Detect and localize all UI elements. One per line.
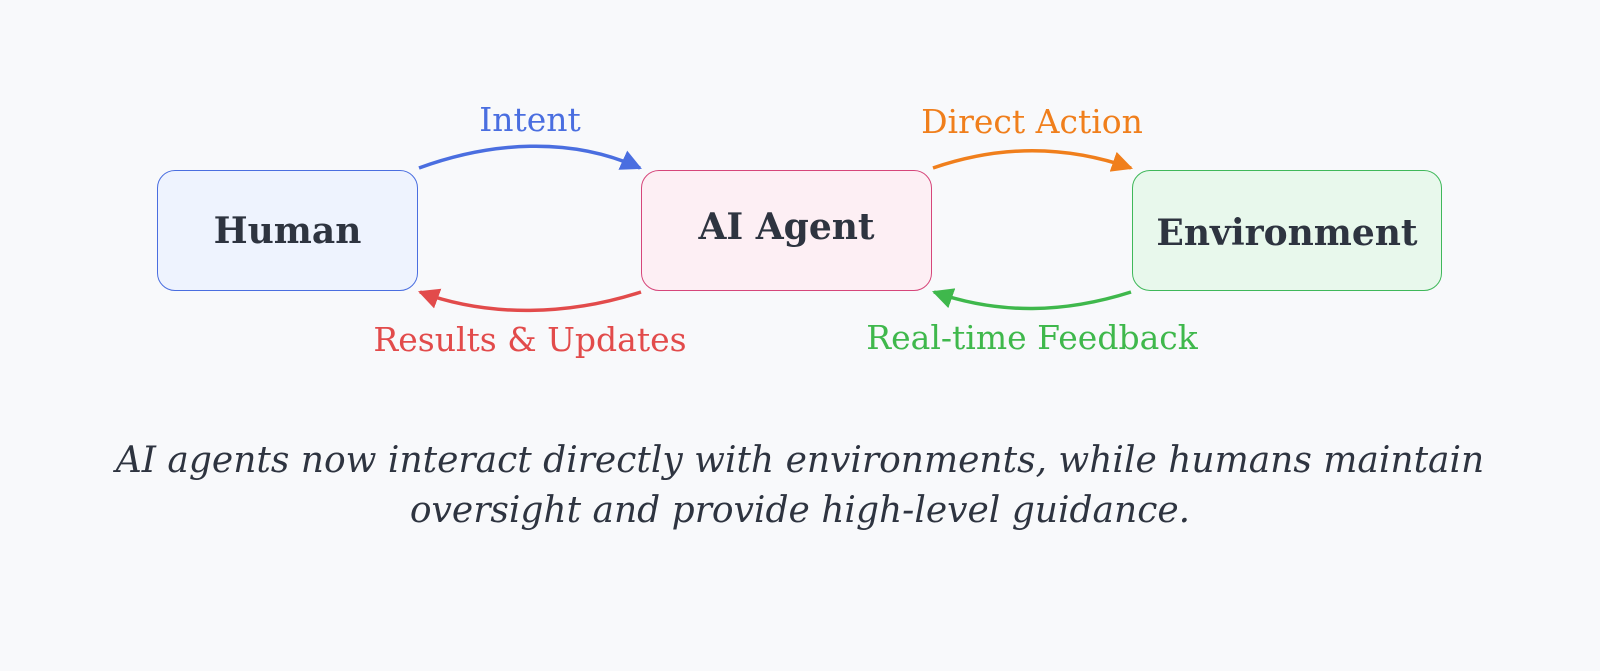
direct-action-label: Direct Action [921,102,1143,141]
human-node: Human [157,170,418,291]
ai-agent-node-label: AI Agent [698,205,875,248]
results-label: Results & Updates [373,320,687,359]
intent-label: Intent [479,100,581,139]
environment-node: Environment [1132,170,1442,291]
direct-action-arrow [932,149,1133,172]
feedback-arrow [932,288,1132,311]
ai-agent-node: AI Agent [641,170,932,291]
results-arrow [418,288,642,313]
feedback-label: Real-time Feedback [866,318,1198,357]
human-node-label: Human [213,209,362,252]
environment-node-label: Environment [1156,211,1418,254]
intent-arrow [418,144,642,170]
diagram-caption: AI agents now interact directly with env… [115,440,1485,531]
